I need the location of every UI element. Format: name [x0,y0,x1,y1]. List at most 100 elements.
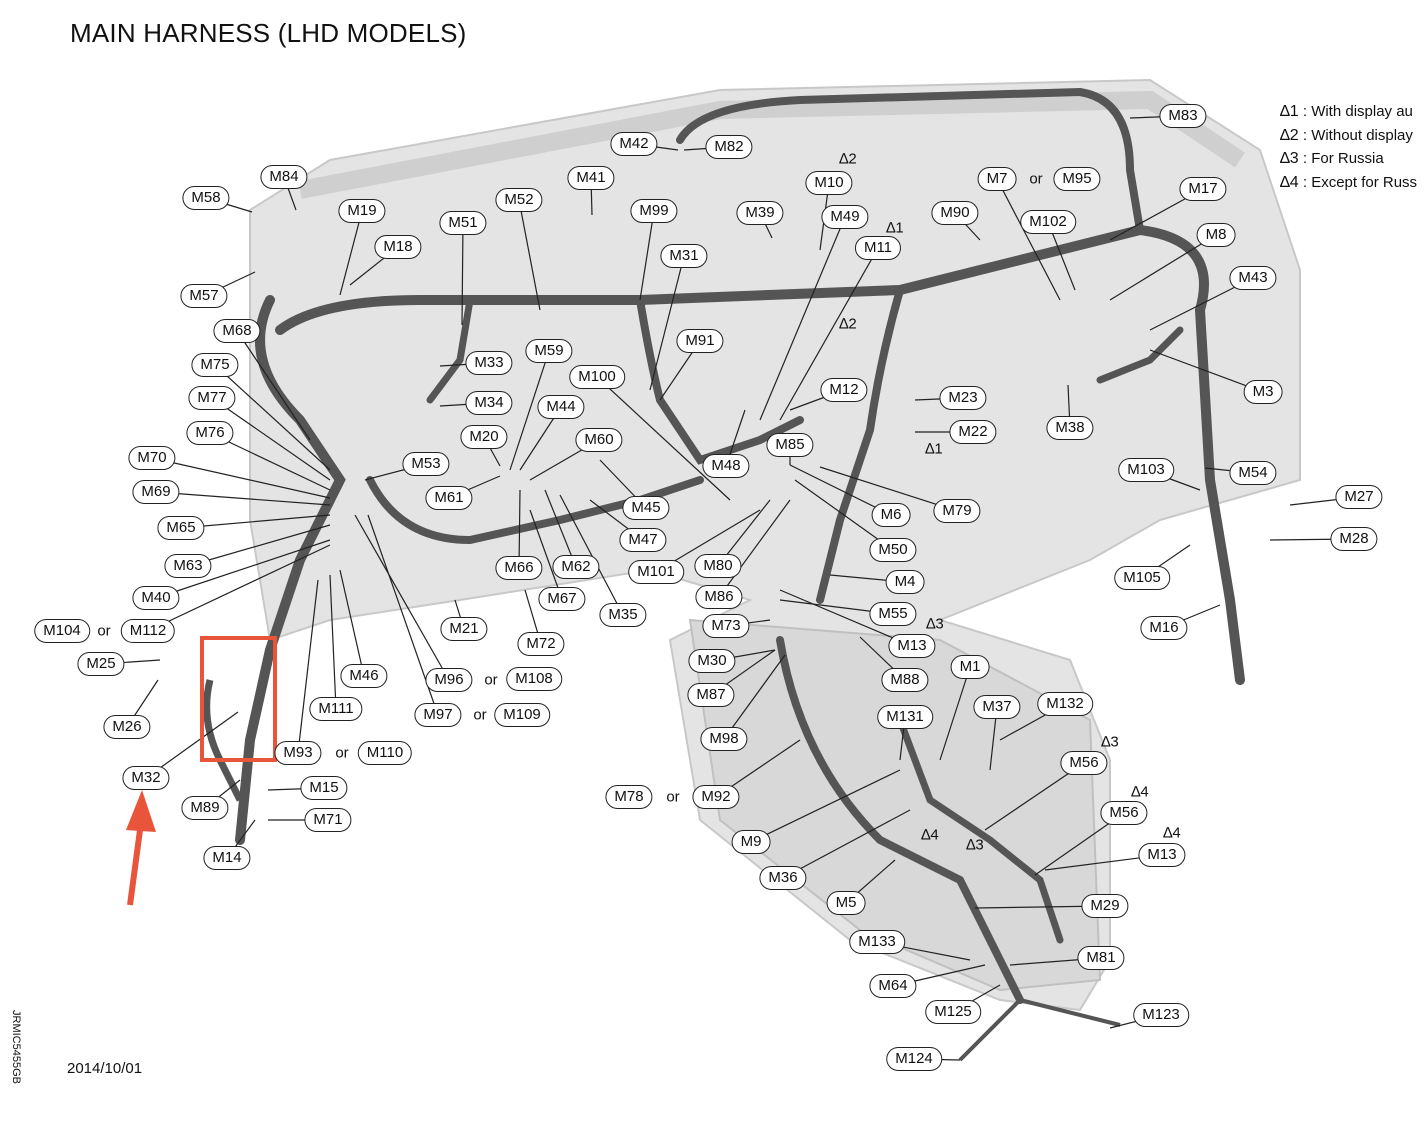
legend-item: ∆1 : With display au [1280,103,1413,120]
connector-label-m75: M75 [191,353,239,377]
connector-label-m31: M31 [660,244,708,268]
footnote-mark: ∆2 [839,315,857,333]
connector-label-m108: M108 [506,667,562,691]
leader-line [339,210,363,296]
footnote-mark: ∆4 [1131,783,1149,801]
leader-line [996,178,1061,301]
or-separator: or [1029,170,1043,188]
connector-label-m133: M133 [849,930,905,954]
leader-line [596,376,731,501]
connector-label-m100: M100 [569,365,625,389]
or-separator: or [97,622,111,640]
harness-branch-8 [958,998,1121,1062]
connector-label-m70: M70 [128,446,176,470]
connector-label-m71: M71 [304,808,352,832]
connector-label-m87: M87 [687,683,735,707]
connector-label-m69: M69 [132,480,180,504]
leader-line [461,222,464,326]
connector-label-m49: M49 [821,205,869,229]
connector-label-m67: M67 [538,587,586,611]
connector-label-m98: M98 [700,727,748,751]
connector-label-m132: M132 [1037,692,1093,716]
document-reference: JRMIC5455GB [10,1010,22,1084]
leader-line [718,499,791,598]
or-separator: or [473,706,487,724]
harness-top-loop [676,87,1144,234]
connector-label-m101: M101 [628,560,684,584]
harness-branch-4 [776,636,1024,1004]
connector-label-m80: M80 [694,554,742,578]
connector-label-m51: M51 [439,211,487,235]
leader-line [329,574,337,710]
connector-label-m56: M56 [1060,751,1108,775]
connector-label-m125: M125 [925,1000,981,1024]
harness-branch-6 [426,296,474,404]
leader-line [759,216,846,421]
footnote-mark: ∆3 [1101,733,1119,751]
connector-label-m46: M46 [340,664,388,688]
connector-label-m40: M40 [132,586,180,610]
footnote-mark: ∆4 [921,826,939,844]
leader-line [518,199,541,311]
leader-line [339,569,365,677]
connector-label-m7: M7 [977,167,1017,191]
connector-label-m47: M47 [619,528,667,552]
connector-label-m22: M22 [949,420,997,444]
connector-label-m84: M84 [260,165,308,189]
connector-label-m41: M41 [567,166,615,190]
connector-label-m124: M124 [886,1047,942,1071]
connector-label-m96: M96 [425,668,473,692]
connector-label-m16: M16 [1140,616,1188,640]
connector-label-m85: M85 [766,433,814,457]
harness-branch-5 [896,716,1064,944]
connector-label-m112: M112 [120,619,176,643]
connector-label-m19: M19 [338,199,386,223]
connector-label-m52: M52 [495,188,543,212]
connector-label-m89: M89 [181,796,229,820]
connector-label-m95: M95 [1053,167,1101,191]
connector-label-m13: M13 [1138,843,1186,867]
document-date: 2014/10/01 [67,1060,143,1077]
connector-label-m60: M60 [575,428,623,452]
connector-label-m72: M72 [517,632,565,656]
footnote-mark: ∆1 [925,440,943,458]
connector-label-m81: M81 [1077,946,1125,970]
connector-label-m78: M78 [605,785,653,809]
connector-label-m20: M20 [460,425,508,449]
leader-line [1109,234,1217,301]
diagram-title: MAIN HARNESS (LHD MODELS) [70,18,467,48]
or-separator: or [335,744,349,762]
leader-line [750,769,901,843]
connector-label-m4: M4 [885,570,925,594]
connector-label-m12: M12 [820,378,868,402]
connector-label-m34: M34 [465,391,513,415]
connector-label-m11: M11 [854,236,902,260]
highlight-box [200,636,277,762]
connector-label-m36: M36 [759,866,807,890]
connector-label-m83: M83 [1159,104,1207,128]
legend-item: ∆4 : Except for Russ [1280,173,1418,191]
connector-label-m32: M32 [122,766,170,790]
connector-label-m10: M10 [805,171,853,195]
connector-label-m6: M6 [871,503,911,527]
connector-label-m77: M77 [188,386,236,410]
footnote-mark: ∆3 [966,836,984,854]
harness-branch-3 [816,286,904,604]
connector-label-m33: M33 [465,351,513,375]
connector-label-m21: M21 [440,617,488,641]
connector-label-m53: M53 [402,452,450,476]
connector-label-m9: M9 [731,830,771,854]
connector-label-m25: M25 [77,652,125,676]
connector-label-m35: M35 [599,603,647,627]
connector-label-m82: M82 [705,135,753,159]
leader-line [180,514,331,529]
connector-label-m91: M91 [676,329,724,353]
leader-line [1149,349,1264,393]
connector-label-m56: M56 [1100,801,1148,825]
leader-line [529,509,563,600]
connector-label-m38: M38 [1046,416,1094,440]
connector-label-m28: M28 [1330,527,1378,551]
connector-label-m13: M13 [888,634,936,658]
connector-label-m123: M123 [1133,1003,1189,1027]
connector-label-m43: M43 [1229,266,1277,290]
